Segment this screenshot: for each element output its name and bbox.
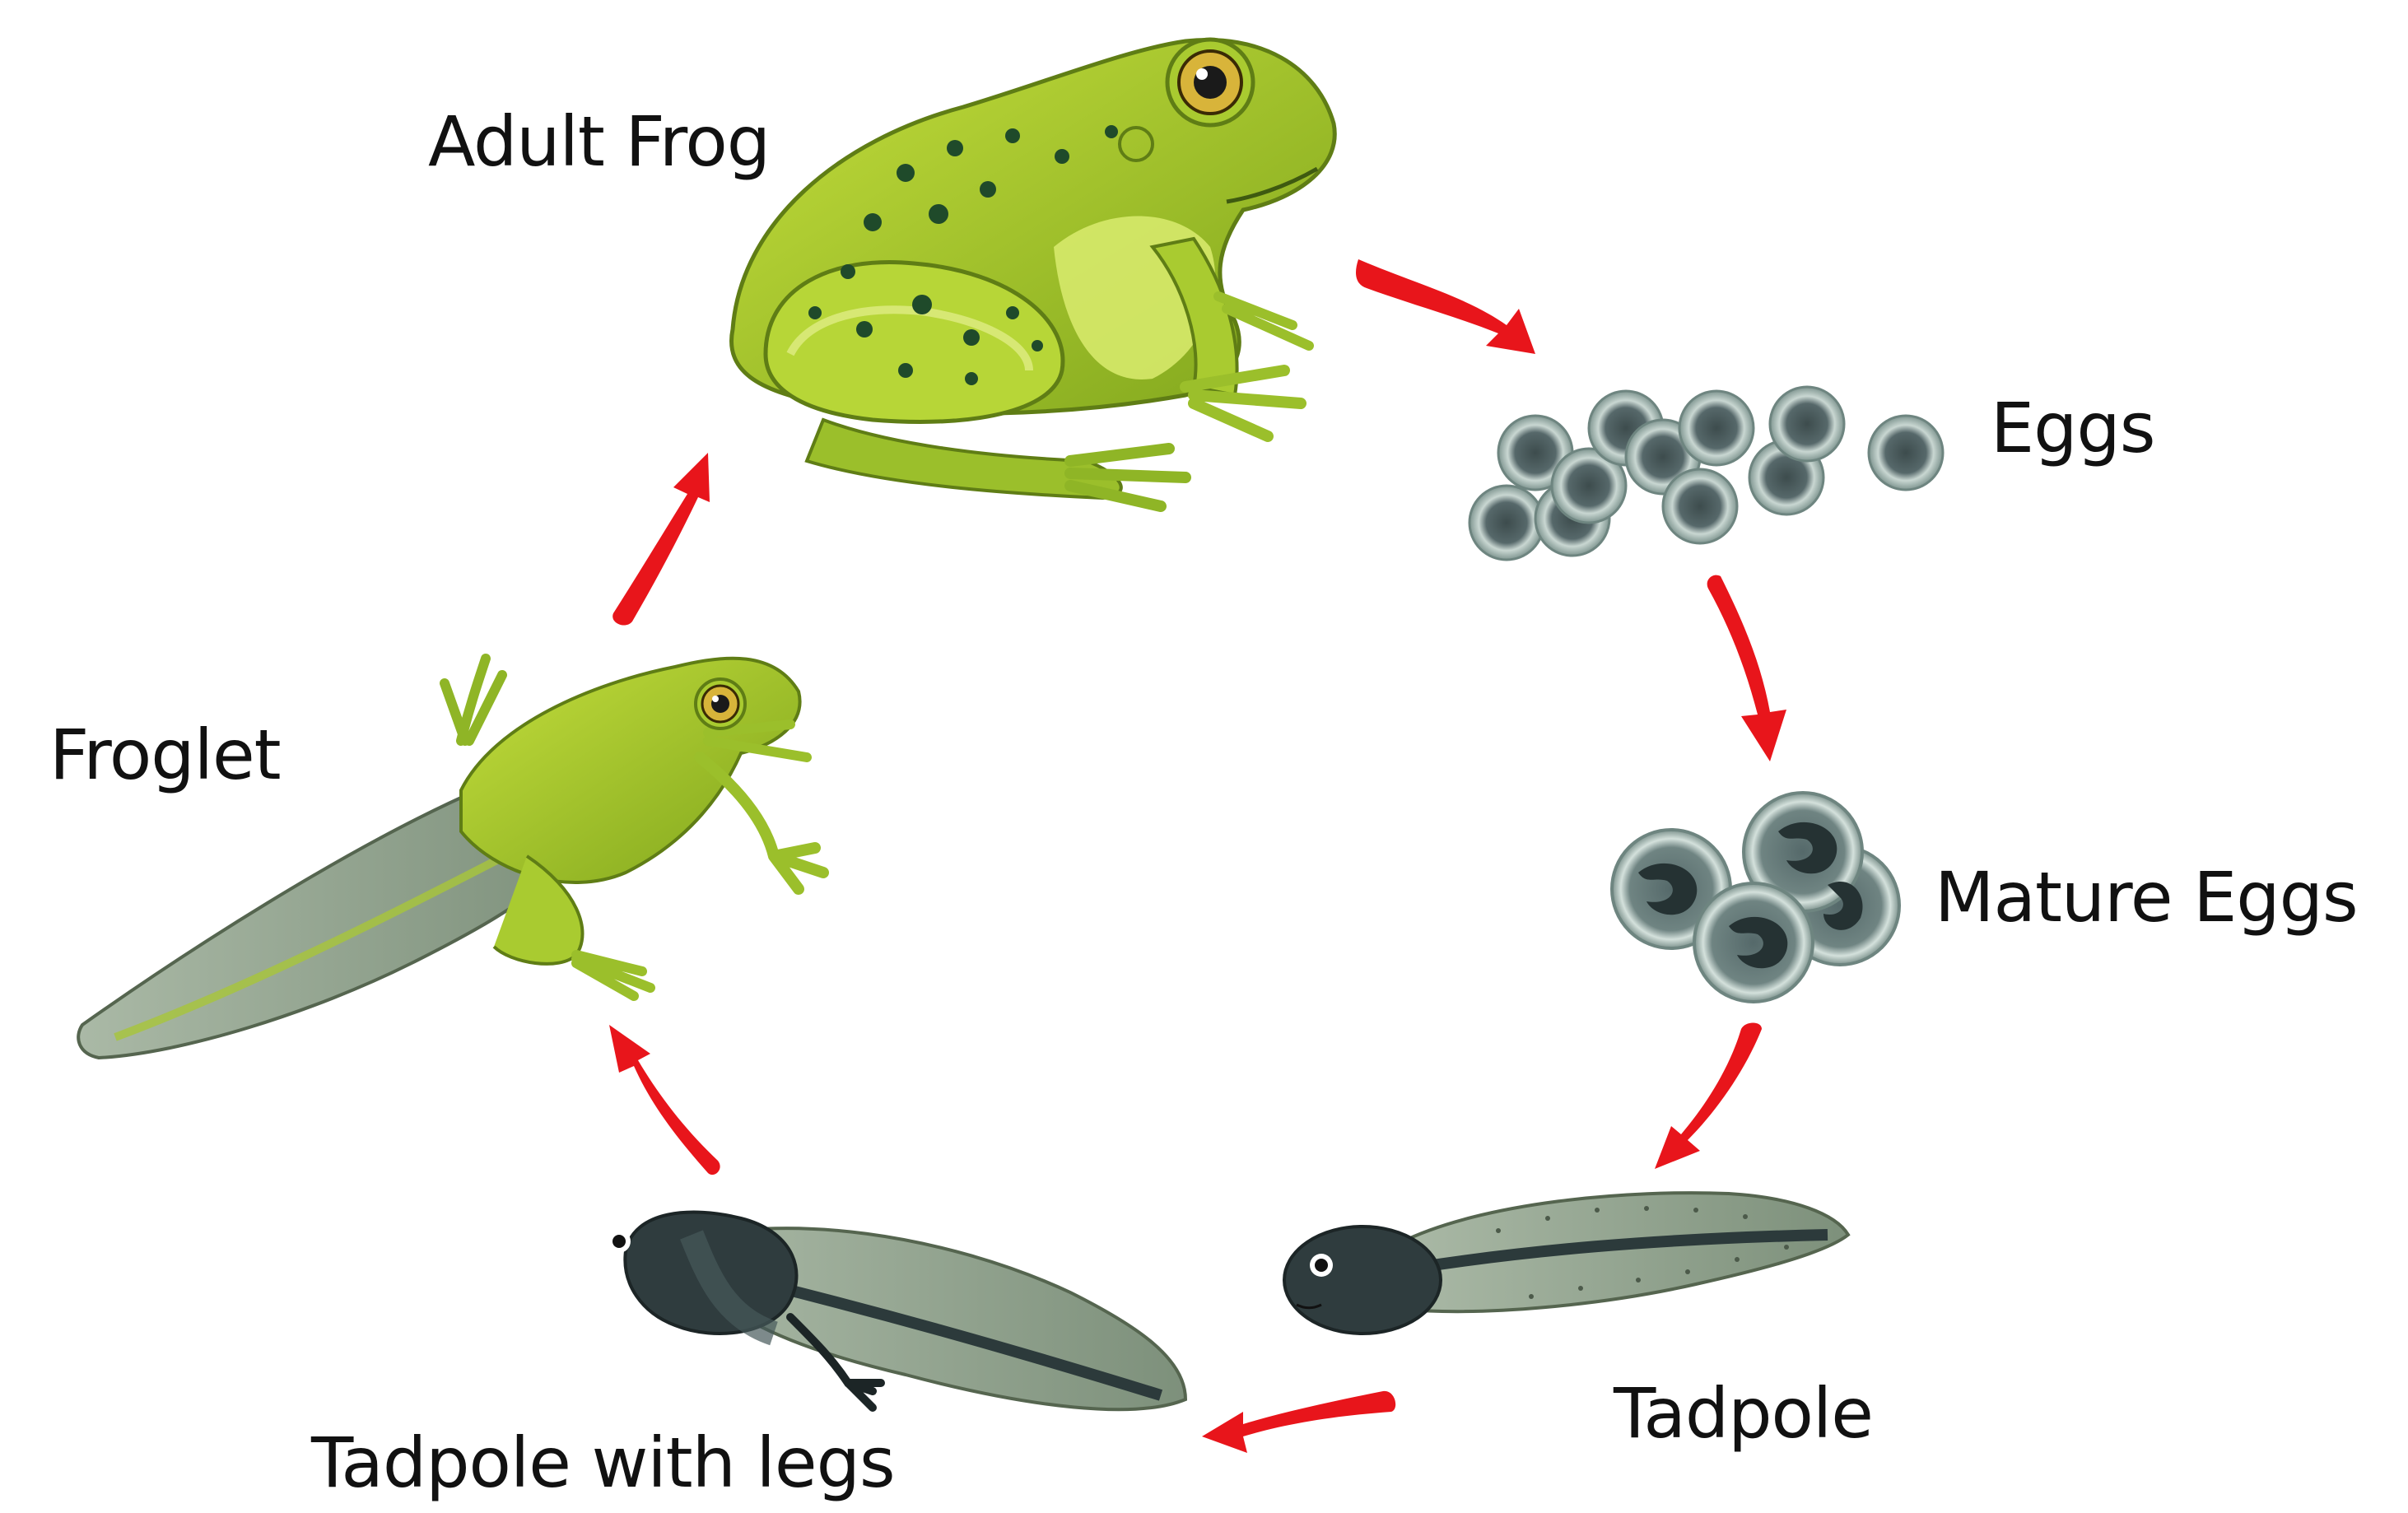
arrow-mature-to-tadpole	[1655, 1023, 1762, 1170]
label-froglet: Froglet	[49, 720, 281, 789]
tadpole-with-legs-illustration	[608, 1213, 1185, 1410]
arrow-froglet-to-adult	[612, 453, 710, 626]
arrow-eggs-to-mature	[1707, 575, 1786, 761]
arrow-tadpole-to-legs	[1202, 1391, 1395, 1453]
label-adult-frog: Adult Frog	[428, 107, 770, 176]
mature-eggs-illustration	[1612, 793, 1899, 1002]
adult-frog-illustration	[731, 40, 1334, 506]
tadpole-illustration	[1284, 1193, 1848, 1334]
arrow-legs-to-froglet	[609, 1025, 720, 1175]
arrow-adult-to-eggs	[1356, 259, 1535, 354]
eggs-illustration	[1469, 387, 1943, 560]
label-mature-eggs: Mature Eggs	[1935, 863, 2358, 932]
label-tadpole: Tadpole	[1614, 1379, 1873, 1448]
label-eggs: Eggs	[1991, 393, 2154, 463]
label-tadpole-with-legs: Tadpole with legs	[311, 1428, 895, 1497]
